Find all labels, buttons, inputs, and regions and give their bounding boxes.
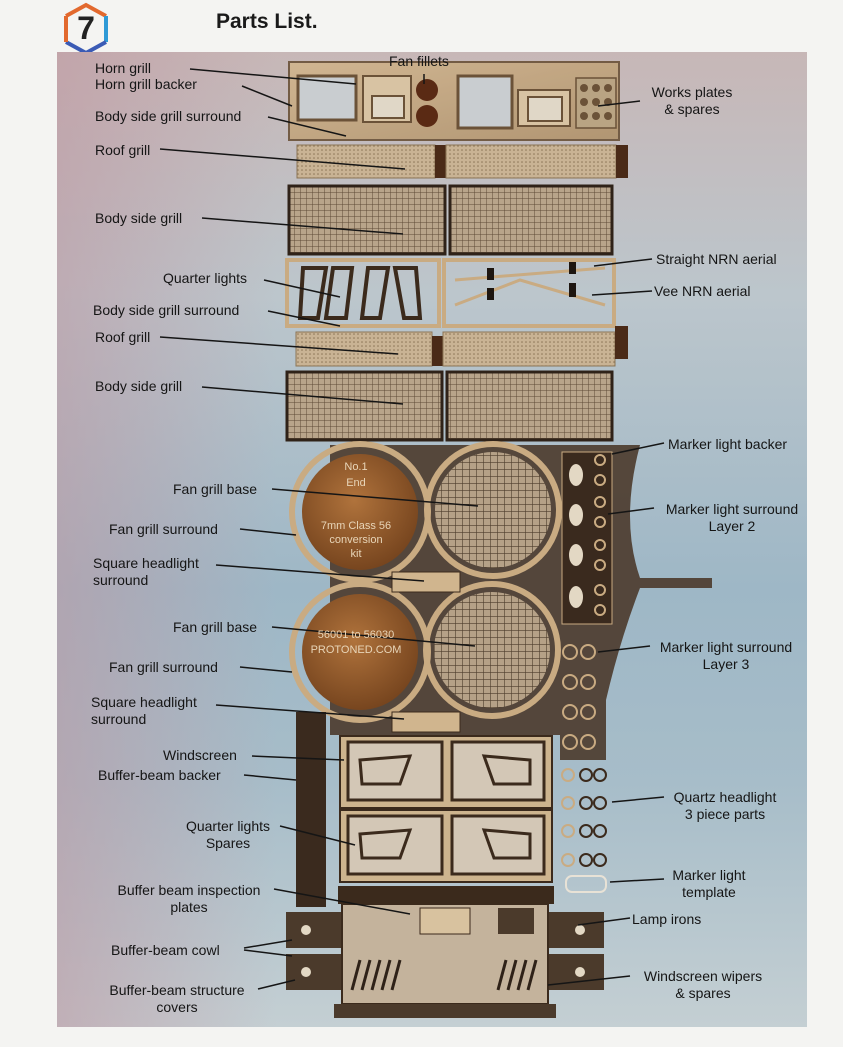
label-windscreen-wipers: Windscreen wipers & spares [643, 968, 763, 1001]
label-fan-grill-surround-2: Fan grill surround [109, 659, 218, 675]
label-marker-light-template: Marker light template [672, 867, 746, 900]
label-fan-grill-base-2: Fan grill base [173, 619, 258, 635]
label-body-side-grill-surround-2: Body side grill surround [93, 302, 240, 318]
leader-lines [159, 68, 665, 990]
label-buffer-beam-cowl: Buffer-beam cowl [111, 942, 220, 958]
buffer-beam-fret [286, 886, 604, 1018]
label-body-side-grill-2: Body side grill [95, 378, 183, 394]
label-fan-fillets: Fan fillets [389, 53, 449, 69]
label-buffer-beam-backer: Buffer-beam backer [98, 767, 221, 783]
label-buffer-beam-structure-covers: Buffer-beam structure covers [109, 982, 245, 1015]
page-header: 7 Parts List. [0, 0, 843, 56]
label-quarter-lights-spares: Quarter lights Spares [185, 818, 271, 851]
body-side-grill-1 [287, 184, 614, 256]
label-straight-nrn-aerial: Straight NRN aerial [656, 251, 777, 267]
label-quarter-lights: Quarter lights [163, 270, 248, 286]
label-square-headlight-surround-2: Square headlight surround [91, 694, 197, 727]
etch-plate2-line2: PROTONED.COM [311, 644, 402, 656]
fan-grill-fret [289, 441, 712, 760]
label-marker-light-surround-l3: Marker light surround Layer 3 [659, 639, 793, 672]
etch-plate1-line5: kit [351, 548, 362, 560]
etch-plate2-line1: 56001 to 56030 [318, 629, 394, 641]
page-title: Parts List. [216, 10, 318, 33]
label-fan-grill-base-1: Fan grill base [173, 481, 258, 497]
body-side-grill-2 [285, 370, 614, 442]
label-lamp-irons: Lamp irons [632, 911, 702, 927]
label-works-plates-spares: Works plates & spares [651, 84, 733, 117]
windscreen-fret [296, 712, 607, 907]
label-roof-grill-1: Roof grill [95, 142, 151, 158]
label-marker-light-backer: Marker light backer [668, 436, 788, 452]
horn-grill-fret [288, 61, 620, 141]
label-marker-light-surround-l2: Marker light surround Layer 2 [665, 501, 799, 534]
label-body-side-grill-1: Body side grill [95, 210, 183, 226]
label-vee-nrn-aerial: Vee NRN aerial [654, 283, 751, 299]
etch-plate1-line1: No.1 [344, 461, 367, 473]
etch-plate1-line4: conversion [329, 534, 382, 546]
label-windscreen: Windscreen [163, 747, 237, 763]
label-horn-grill: Horn grill [95, 60, 152, 76]
step-number: 7 [77, 10, 95, 46]
etch-plate1-line2: End [346, 477, 366, 489]
label-buffer-beam-inspection-plates: Buffer beam inspection plates [117, 882, 261, 915]
label-body-side-grill-surround-1: Body side grill surround [95, 108, 242, 124]
label-fan-grill-surround-1: Fan grill surround [109, 521, 218, 537]
etched-plate-text: No.1 End 7mm Class 56 conversion kit 560… [311, 461, 402, 656]
label-horn-grill-backer: Horn grill backer [95, 76, 197, 92]
label-roof-grill-2: Roof grill [95, 329, 151, 345]
etch-plate1-line3: 7mm Class 56 [321, 520, 391, 532]
label-quartz-headlight: Quartz headlight 3 piece parts [673, 789, 777, 822]
quarter-lights-fret [285, 258, 616, 328]
roof-grill-1 [296, 144, 628, 179]
roof-grill-2 [295, 326, 628, 367]
label-square-headlight-surround-1: Square headlight surround [93, 555, 199, 588]
